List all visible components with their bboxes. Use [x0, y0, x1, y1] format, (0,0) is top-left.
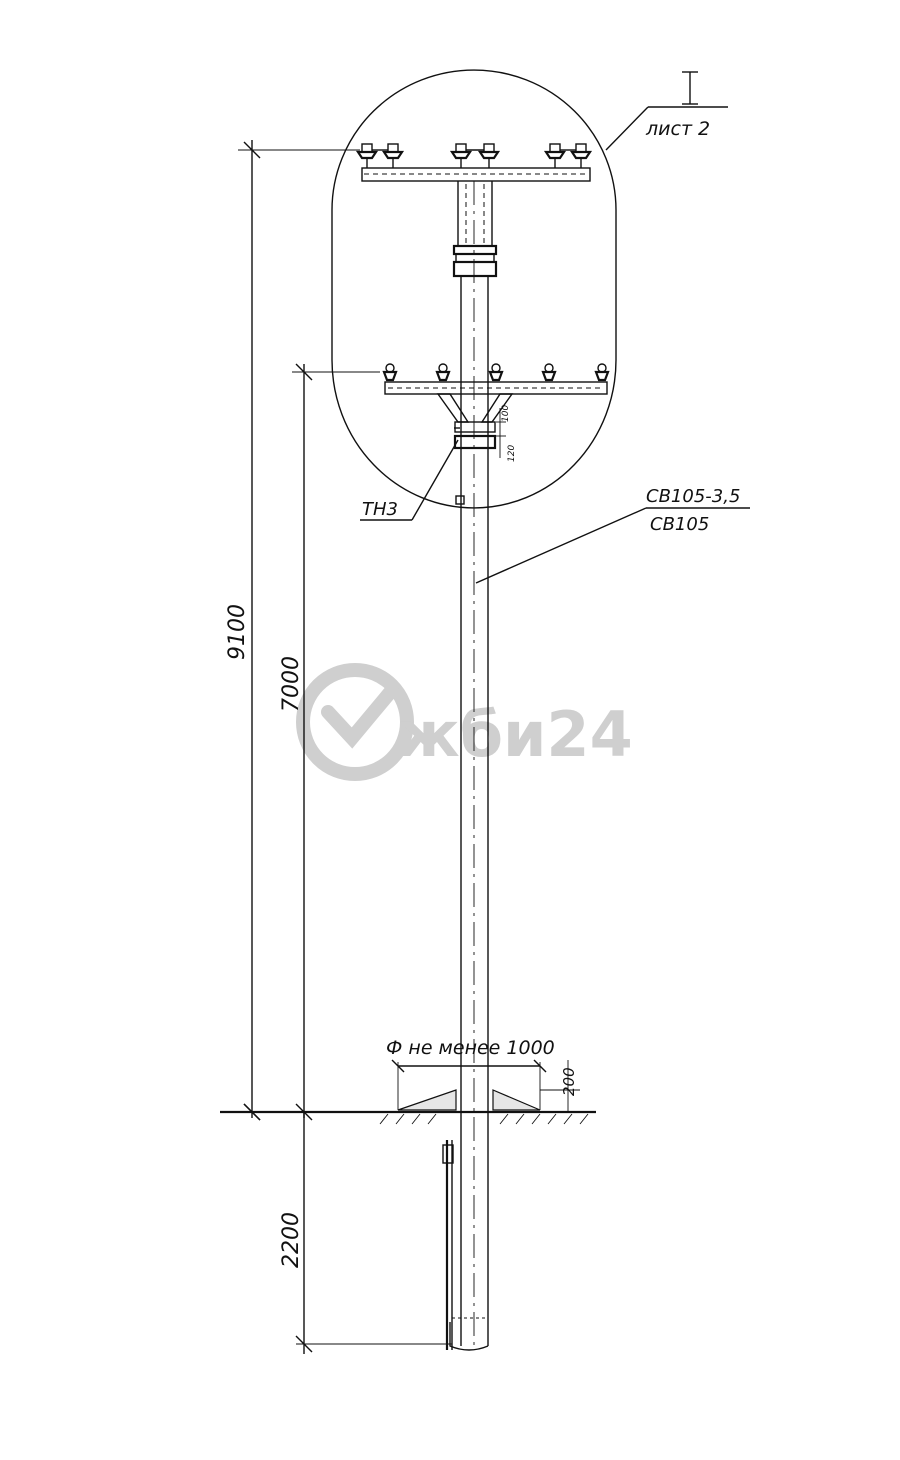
lower-crossarm — [382, 363, 610, 505]
grounding-label: ТН3 — [362, 499, 398, 520]
pole-mark-top: СВ105-3,5 — [646, 486, 740, 507]
dim-2200: 2200 — [279, 1112, 452, 1354]
sheet-ref-label: лист 2 — [645, 118, 710, 140]
pole-mark-callout: СВ105-3,5 СВ105 — [475, 486, 750, 584]
ground-line — [220, 1103, 596, 1125]
dim-total-label: 9100 — [225, 604, 250, 660]
dim-mound-label: 200 — [560, 1067, 578, 1096]
bracket-small-dims: 100 120 — [496, 405, 517, 462]
insulator-pair-center — [449, 143, 501, 168]
dim-small-2: 120 — [507, 445, 517, 462]
watermark-check-icon — [321, 683, 399, 749]
grounding-conductor — [442, 1140, 454, 1350]
watermark-clock-icon — [296, 663, 414, 781]
grounding-callout: ТН3 — [360, 439, 459, 521]
insulator-pair-left — [355, 143, 405, 168]
dim-pit-label: Ф не менее 1000 — [386, 1037, 555, 1059]
watermark: жби24 — [296, 663, 633, 781]
dim-small-1: 100 — [501, 405, 511, 422]
dim-7000: 7000 — [279, 363, 380, 1121]
pole-mark-bottom: СВ105 — [650, 514, 709, 535]
dim-9100: 9100 — [225, 140, 360, 1121]
pole — [449, 181, 489, 1351]
dim-embed-label: 2200 — [279, 1212, 304, 1268]
insulator-row-lower — [382, 363, 610, 382]
detail-outline — [331, 69, 617, 509]
top-crossarm — [355, 143, 593, 182]
insulator-pair-right — [543, 143, 593, 168]
watermark-text: жби24 — [398, 698, 633, 771]
dim-lower-label: 7000 — [279, 656, 304, 712]
soil-mound: Ф не менее 1000 200 — [386, 1037, 580, 1112]
pole-top-bracket — [452, 181, 498, 278]
section-mark: лист 2 — [605, 71, 728, 151]
